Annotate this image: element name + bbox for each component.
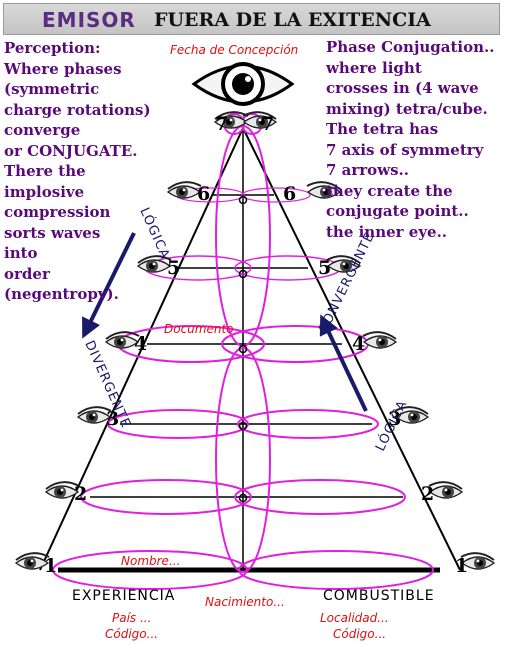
banner-title: FUERA DE LA EXITENCIA	[154, 9, 431, 31]
emisor-label: EMISOR	[42, 8, 136, 32]
phase-conjugation-note-line: conjugate point..	[326, 202, 469, 220]
perception-note-line: order	[4, 264, 50, 283]
pais-label: País ...	[112, 611, 151, 625]
phase-conjugation-note-line: The tetra has	[326, 120, 439, 138]
perception-note-line: compression	[4, 203, 111, 221]
perception-note-line: (symmetric	[4, 80, 100, 98]
level-3-left: 3	[106, 408, 119, 430]
convergente-label: CONVERGENTE	[316, 230, 378, 336]
phase-conjugation-note-line: 7 arrows..	[326, 161, 409, 179]
codigo-right-label: Código...	[333, 627, 386, 641]
experiencia-label: EXPERIENCIA	[72, 588, 175, 604]
nombre-label: Nombre...	[121, 554, 180, 568]
perception-note-line: or CONJUGATE.	[4, 141, 138, 160]
perception-note-line: sorts waves	[4, 223, 101, 242]
perception-note-line: Where phases	[4, 59, 122, 78]
level-1-left: 1	[44, 555, 57, 577]
level-5-left: 5	[167, 257, 180, 279]
phase-conjugation-note-line: they create the	[326, 181, 453, 200]
phase-conjugation-note-line: the inner eye..	[326, 222, 448, 241]
nacimiento-label: Nacimiento...	[205, 595, 285, 609]
level-6-left: 6	[197, 183, 210, 205]
level-5-right: 5	[318, 257, 331, 279]
level-numbers: 7 7 6 6 5 5 4 4 3 3 2 2 1 1	[44, 113, 468, 577]
level-4-left: 4	[134, 333, 147, 355]
phase-conjugation-note-line: 7 axis of symmetry	[326, 140, 484, 159]
level-4-right: 4	[352, 333, 365, 355]
title-banner: EMISOR FUERA DE LA EXITENCIA	[3, 3, 500, 35]
phase-conjugation-note-line: where light	[326, 58, 422, 77]
perception-note: Perception: Where phases (symmetric charge …	[4, 38, 151, 305]
documento-label: Documento	[164, 322, 234, 336]
phase-conjugation-note-line: mixing) tetra/cube.	[326, 99, 488, 118]
perception-note-line: There the	[4, 162, 86, 180]
perception-note-line: Perception:	[4, 39, 101, 57]
level-1-right: 1	[455, 555, 468, 577]
codigo-left-label: Código...	[105, 627, 158, 641]
perception-note-line: implosive	[4, 182, 85, 201]
axis-markers	[238, 195, 248, 503]
convergent-arrow	[319, 314, 368, 412]
level-6-right: 6	[283, 183, 296, 205]
level-3-right: 3	[388, 408, 401, 430]
phase-conjugation-note: Phase Conjugation.. where light crosses in…	[326, 37, 495, 242]
inner-eye-icon	[191, 62, 295, 106]
localidad-label: Localidad...	[320, 611, 389, 625]
level-7-left: 7	[215, 113, 228, 135]
fecha-label: Fecha de Concepción	[170, 43, 298, 57]
divergent-arrow	[82, 232, 136, 339]
level-7-right: 7	[261, 113, 274, 135]
level-2-left: 2	[74, 483, 87, 505]
perception-note-line: charge rotations)	[4, 100, 151, 119]
perception-note-line: (negentropy).	[4, 285, 119, 303]
phase-conjugation-note-line: Phase Conjugation..	[326, 38, 495, 56]
phase-conjugation-note-line: crosses in (4 wave	[326, 79, 479, 97]
level-2-right: 2	[421, 483, 434, 505]
perception-note-line: into	[4, 244, 38, 262]
combustible-label: COMBUSTIBLE	[323, 588, 435, 604]
perception-note-line: converge	[4, 121, 81, 139]
